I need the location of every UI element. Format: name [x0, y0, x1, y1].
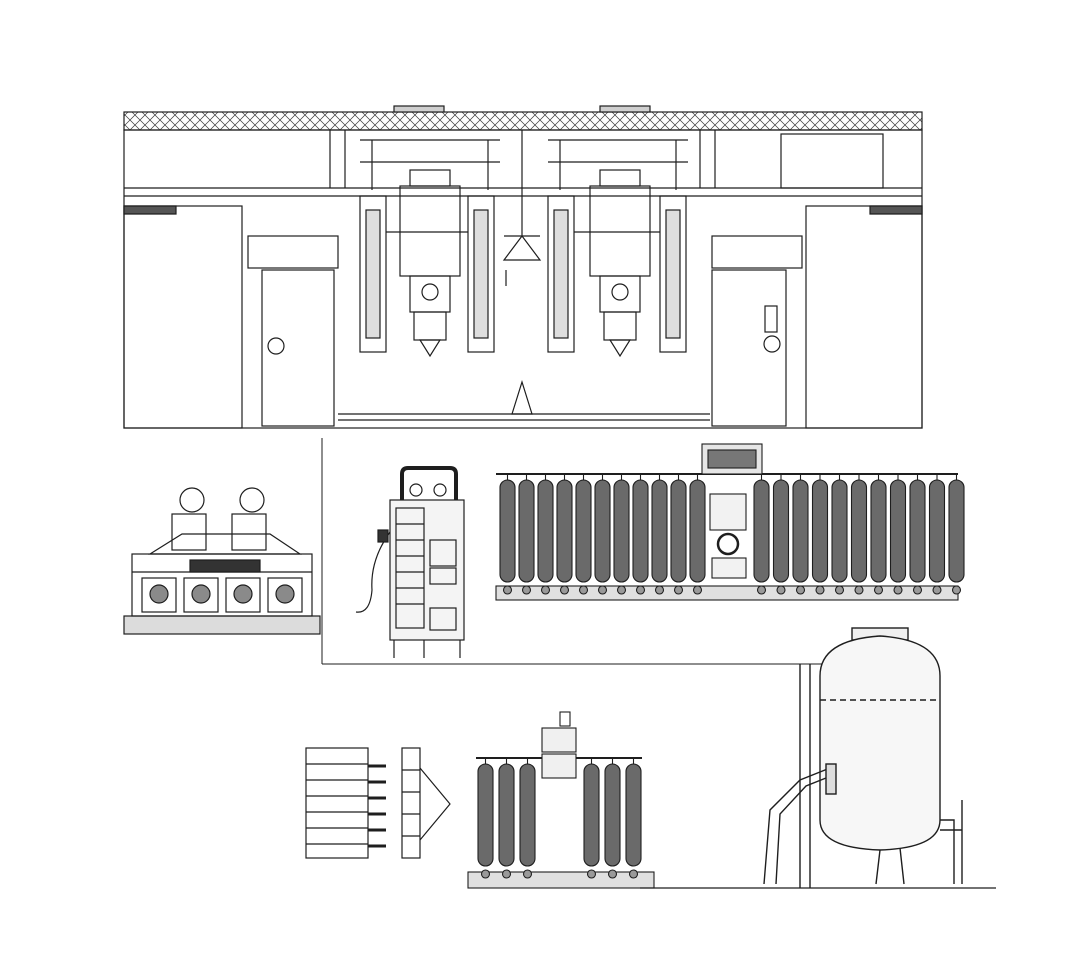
gas-cylinder — [792, 474, 809, 595]
building-elevation — [123, 105, 923, 429]
gas-cylinder — [889, 474, 907, 595]
roof-truss-band — [123, 111, 923, 131]
gas-cylinder — [689, 474, 706, 595]
right-door — [711, 269, 787, 427]
gas-cylinder — [477, 758, 494, 879]
gas-cylinder — [613, 474, 630, 595]
cylinder-bank-large — [495, 443, 965, 601]
valve-panel — [305, 747, 451, 859]
gas-cylinder — [583, 758, 600, 879]
gas-cylinder — [909, 474, 926, 595]
gas-cylinder — [948, 474, 965, 595]
roof-vent — [393, 105, 445, 113]
left-door — [261, 269, 335, 427]
left-wall-panel — [123, 205, 243, 429]
door-handle-icon — [763, 335, 781, 353]
manifold-header-box — [541, 727, 577, 753]
gas-cylinder — [670, 474, 687, 595]
gas-cylinder — [632, 474, 649, 595]
gas-cylinder — [575, 474, 592, 595]
loft-window — [780, 133, 884, 189]
right-wall-panel — [805, 205, 923, 429]
dispenser-cabinet — [355, 466, 465, 658]
gas-cylinder — [625, 758, 642, 879]
gas-cylinder — [594, 474, 611, 595]
gas-cylinder — [499, 474, 516, 595]
storage-vessel — [640, 627, 996, 889]
gas-cylinder — [850, 474, 868, 595]
door-handle-icon — [267, 337, 285, 355]
cylinder-bank-small — [467, 711, 655, 889]
gas-cylinder — [519, 758, 536, 879]
gas-cylinder — [651, 474, 668, 595]
gas-cylinder — [537, 474, 554, 595]
gas-cylinder — [811, 474, 829, 595]
reactor-module-left — [359, 139, 500, 358]
gas-cylinder — [556, 474, 573, 595]
gas-cylinder — [772, 474, 790, 595]
gas-cylinder — [831, 474, 848, 595]
gas-cylinder — [928, 474, 946, 595]
gas-cylinder — [753, 474, 770, 595]
gauge-icon — [239, 487, 265, 513]
reactor-module-right — [547, 139, 688, 358]
dispensing-hose — [355, 531, 391, 613]
gas-cylinder — [870, 474, 887, 595]
tripod-stand — [511, 379, 533, 415]
manifold-skid — [123, 487, 321, 635]
gas-cylinder — [604, 758, 621, 879]
control-panel — [709, 493, 747, 531]
pump-units — [141, 577, 303, 613]
gauge-icon — [179, 487, 205, 513]
gas-cylinder — [518, 474, 535, 595]
roof-vent — [599, 105, 651, 113]
wall-switch — [764, 305, 778, 333]
gas-cylinder — [498, 758, 515, 879]
section-divider — [321, 438, 830, 665]
